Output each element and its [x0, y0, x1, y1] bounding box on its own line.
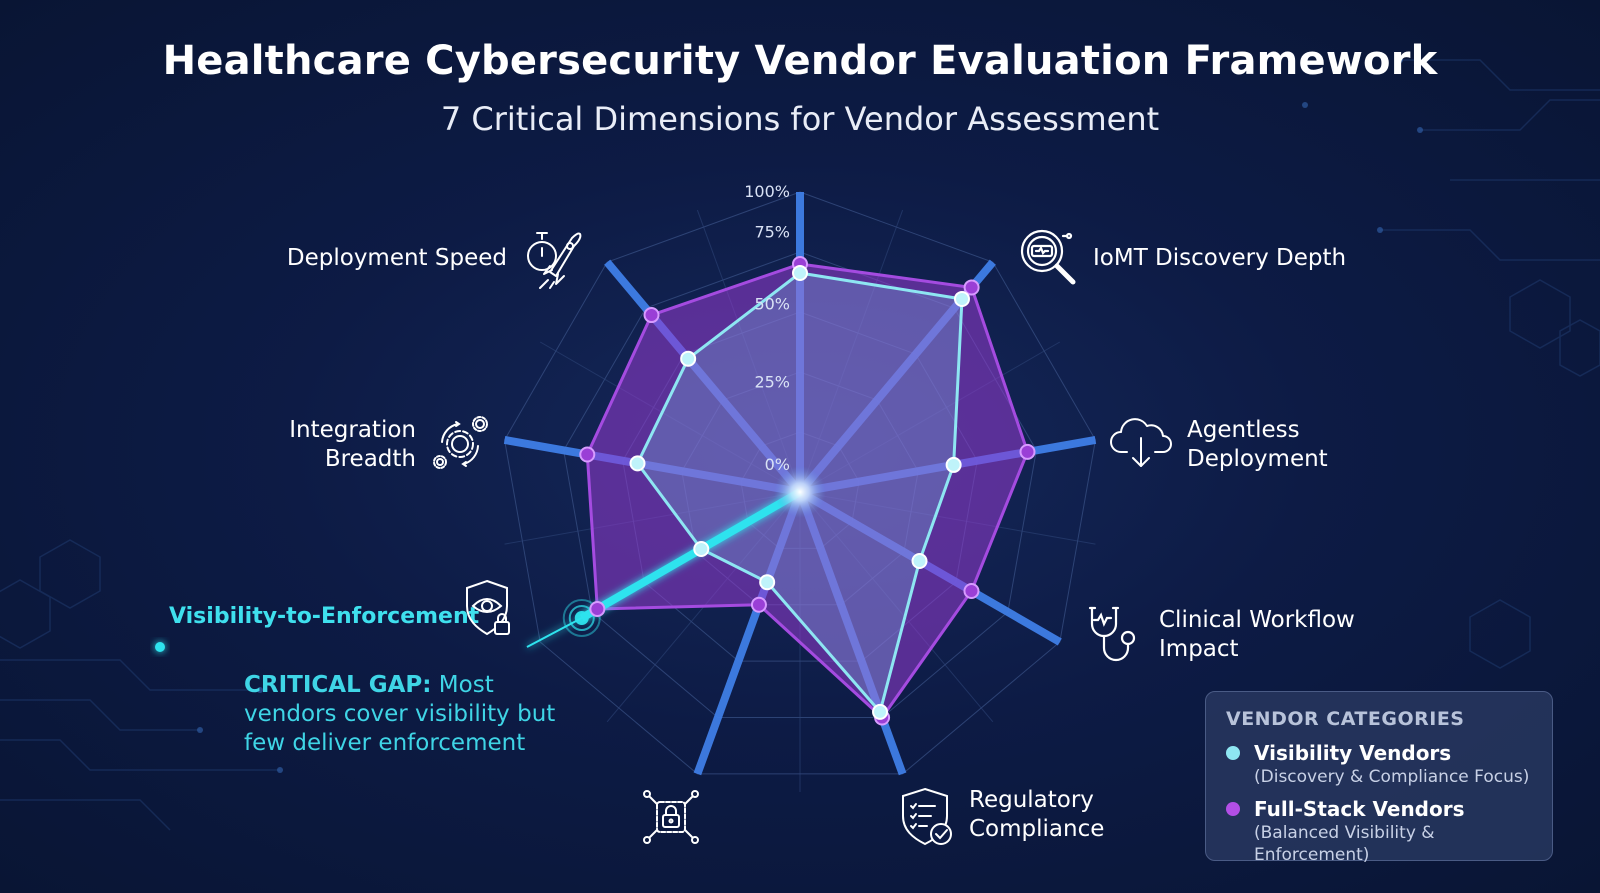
critical-gap-body: Most vendors cover visibility but few de… [244, 672, 556, 756]
point-fullstack-6 [589, 601, 606, 617]
point-visibility-7 [629, 455, 646, 472]
point-fullstack-3 [963, 583, 980, 599]
point-fullstack-5 [750, 596, 767, 613]
legend-item-fullstack: Full-Stack Vendors (Balanced Visibility … [1226, 796, 1532, 866]
axis-bar-highlight [579, 488, 802, 622]
label-clinical-workflow: Clinical Workflow Impact [1159, 606, 1355, 664]
label-regulatory-line2: Compliance [969, 816, 1105, 842]
network-lock-icon [643, 790, 699, 844]
legend-swatch-visibility [1226, 746, 1240, 760]
tick-label-25: 25% [754, 373, 790, 392]
point-fullstack-1 [963, 279, 980, 296]
point-visibility-5 [759, 574, 776, 591]
stethoscope-icon [1088, 606, 1136, 662]
center-glow [774, 466, 826, 518]
point-visibility-3 [911, 553, 928, 569]
label-regulatory-compliance: Regulatory Compliance [969, 786, 1104, 844]
legend-name-visibility: Visibility Vendors [1254, 741, 1452, 765]
point-fullstack-7 [579, 446, 596, 463]
legend-item-visibility: Visibility Vendors (Discovery & Complian… [1226, 740, 1532, 788]
point-visibility-4 [872, 703, 889, 720]
label-iomt-discovery-text: IoMT Discovery Depth [1093, 245, 1347, 271]
label-integration-breadth: Integration Breadth [250, 416, 416, 474]
point-visibility-2 [945, 456, 962, 473]
legend-swatch-fullstack [1226, 802, 1240, 816]
label-integration-line1: Integration [289, 417, 416, 443]
shield-checklist-icon [902, 787, 952, 846]
chart-title: Healthcare Cybersecurity Vendor Evaluati… [162, 38, 1438, 84]
rocket-stopwatch-icon [527, 232, 582, 289]
point-visibility-1 [953, 290, 970, 307]
point-visibility-6 [693, 541, 710, 557]
label-clinical-line2: Impact [1159, 636, 1239, 662]
legend: VENDOR CATEGORIES Visibility Vendors (Di… [1205, 691, 1553, 865]
tick-label-100: 100% [744, 182, 790, 201]
label-clinical-line1: Clinical Workflow [1159, 607, 1355, 633]
point-visibility-0 [792, 265, 808, 281]
label-iomt-discovery: IoMT Discovery Depth [1093, 244, 1346, 273]
label-integration-line2: Breadth [324, 446, 416, 472]
label-deployment-speed: Deployment Speed [250, 244, 507, 273]
label-visibility-to-enforcement: Visibility-to-Enforcement [169, 604, 480, 629]
critical-gap-heading: CRITICAL GAP: [244, 672, 432, 698]
critical-gap-leader [155, 617, 583, 652]
shield-eye-lock-icon [466, 579, 510, 636]
legend-sub-visibility: (Discovery & Compliance Focus) [1254, 767, 1530, 787]
magnifier-device-icon [1020, 229, 1076, 285]
point-visibility-8 [680, 350, 697, 367]
chart-subtitle: 7 Critical Dimensions for Vendor Assessm… [440, 100, 1160, 138]
highlight-ring [562, 599, 601, 637]
label-agentless-deployment: Agentless Deployment [1187, 416, 1328, 474]
point-fullstack-2 [1019, 443, 1036, 460]
gears-icon [433, 416, 488, 469]
highlight-ring [568, 605, 595, 631]
tick-label-50: 50% [754, 295, 790, 314]
label-deployment-speed-text: Deployment Speed [286, 245, 507, 271]
tick-label-0: 0% [765, 455, 790, 474]
cloud-download-icon [1110, 418, 1172, 467]
label-agentless-line1: Agentless [1187, 417, 1300, 443]
legend-sub-fullstack: (Balanced Visibility & Enforcement) [1254, 823, 1435, 865]
label-agentless-line2: Deployment [1187, 446, 1328, 472]
label-regulatory-line1: Regulatory [969, 787, 1094, 813]
legend-title: VENDOR CATEGORIES [1226, 708, 1465, 730]
legend-name-fullstack: Full-Stack Vendors [1254, 797, 1465, 821]
critical-gap-callout: CRITICAL GAP: Most vendors cover visibil… [244, 671, 564, 758]
tick-label-75: 75% [754, 223, 790, 242]
point-fullstack-8 [643, 307, 660, 324]
